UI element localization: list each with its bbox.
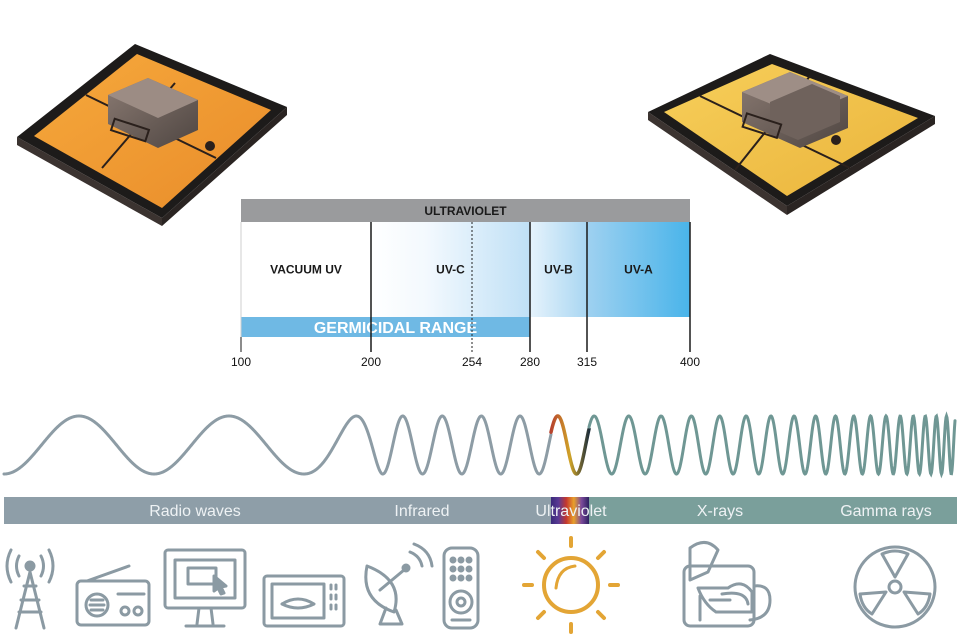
tick-label-280: 280 [520, 355, 540, 369]
ultraviolet-header [241, 199, 690, 222]
remote-control-icon [442, 546, 480, 630]
wave-ultraviolet-segment [549, 414, 591, 476]
region-label-gamma-rays: Gamma rays [840, 503, 932, 520]
wave-low-frequency [2, 414, 553, 476]
region-label-radio-waves: Radio waves [149, 503, 241, 520]
band-uv-c [371, 222, 530, 317]
band-label-uv-c: UV-C [436, 263, 465, 277]
band-uv-b [530, 222, 587, 317]
spectrum-bar-low [4, 497, 551, 524]
band-label-vacuum-uv: VACUUM UV [270, 263, 342, 277]
germicidal-range-label: GERMICIDAL RANGE [314, 320, 478, 337]
germicidal-range-bar [241, 317, 530, 337]
region-label-x-rays: X-rays [697, 503, 743, 520]
electromagnetic-wave [2, 411, 957, 479]
tick-label-100: 100 [231, 355, 251, 369]
satellite-dish-icon [364, 542, 434, 626]
band-vacuum-uv [241, 222, 371, 317]
tick-label-254: 254 [462, 355, 482, 369]
region-label-infrared: Infrared [394, 503, 449, 520]
band-uv-a [587, 222, 690, 317]
tick-label-315: 315 [577, 355, 597, 369]
radiation-icon [853, 545, 937, 629]
band-label-uv-a: UV-A [624, 263, 653, 277]
monitor-icon [163, 548, 247, 628]
wave-high-frequency [587, 411, 957, 479]
band-label-uv-b: UV-B [544, 263, 573, 277]
uv-band-chart: ULTRAVIOLET GERMICIDAL RANGE VACUUM UV U… [231, 199, 700, 369]
radio-tower-icon [5, 548, 55, 630]
region-label-ultraviolet: Ultraviolet [535, 503, 607, 520]
xray-arm-icon [682, 541, 772, 628]
radio-icon [75, 564, 151, 627]
sun-icon [522, 536, 620, 634]
tick-label-200: 200 [361, 355, 381, 369]
spectrum-bar-high [589, 497, 957, 524]
tick-label-400: 400 [680, 355, 700, 369]
microwave-icon [262, 574, 346, 628]
uv-led-chip-left [17, 44, 287, 226]
ultraviolet-header-label: ULTRAVIOLET [424, 204, 507, 218]
spectrum-bar-uv [551, 497, 589, 524]
uv-led-chip-right [648, 54, 935, 215]
spectrum-bar: Radio waves Infrared Ultraviolet X-rays … [4, 497, 957, 524]
